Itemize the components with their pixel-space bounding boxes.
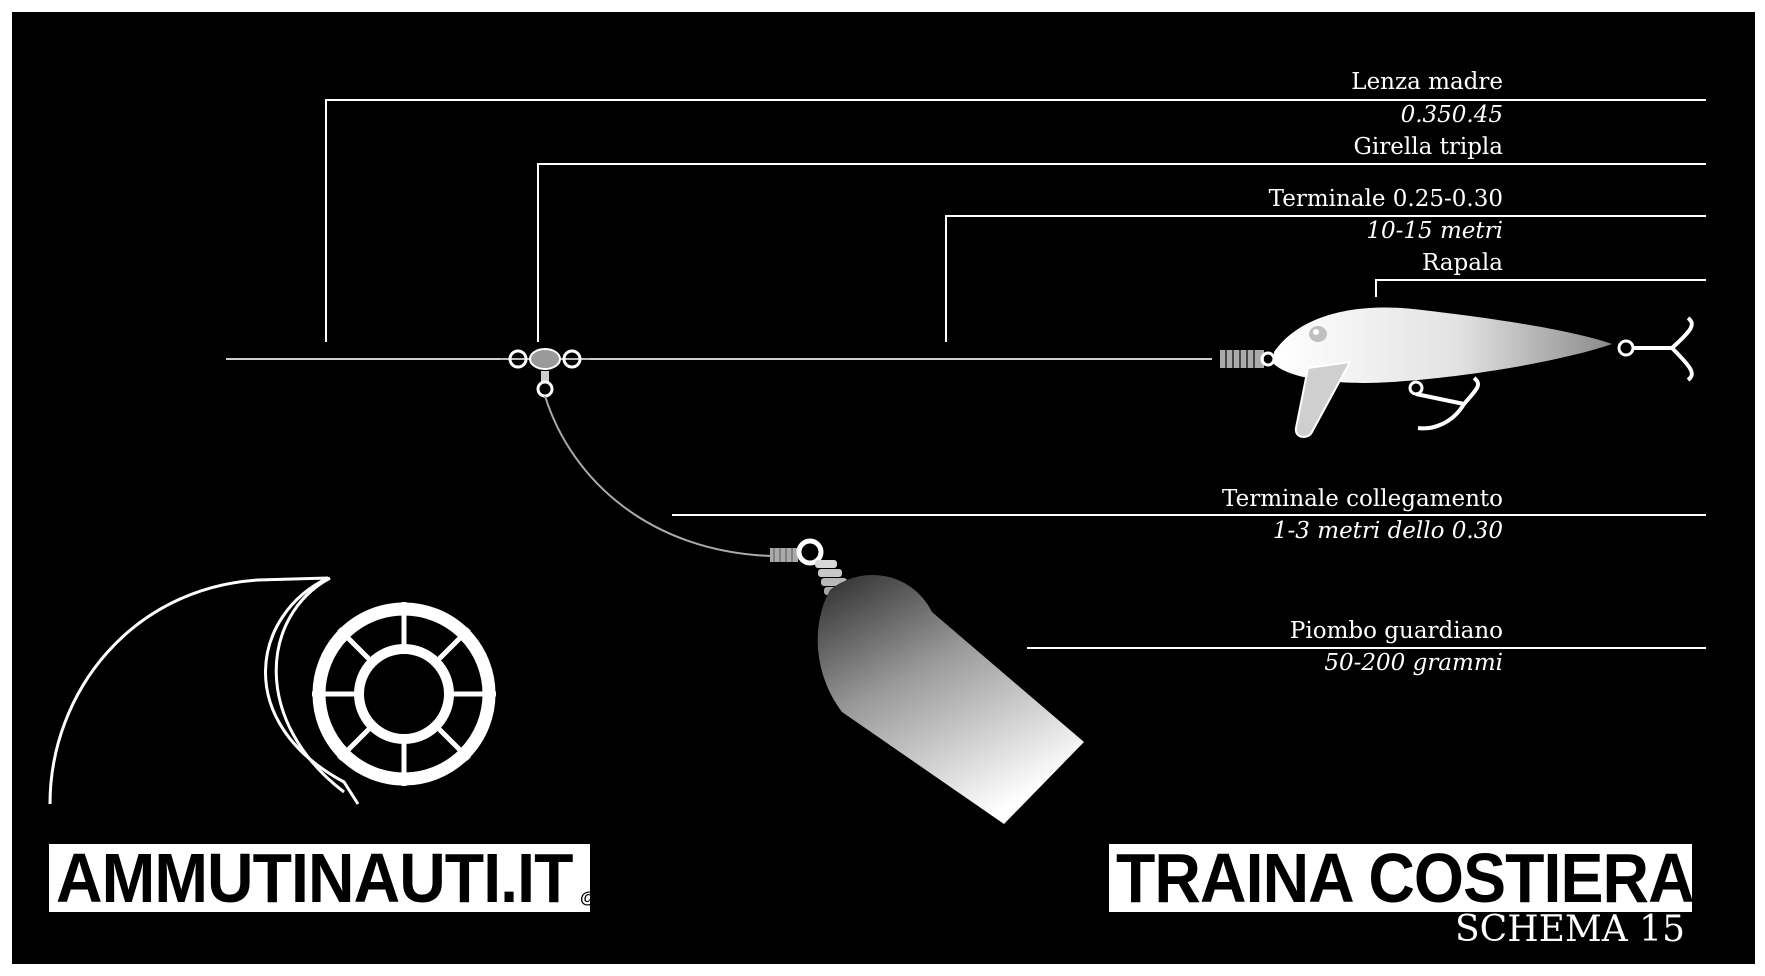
label-piombo-spec: 50-200 grammi bbox=[1324, 650, 1503, 676]
label-terminale-collegamento: Terminale collegamento bbox=[1222, 486, 1503, 512]
label-piombo-guardiano: Piombo guardiano bbox=[1289, 618, 1503, 644]
brand-band bbox=[49, 844, 590, 912]
connection-line bbox=[544, 395, 773, 557]
leader-girella bbox=[537, 163, 1706, 342]
brand-name: AMMUTINAUTI.IT bbox=[56, 839, 573, 917]
label-collegamento-spec: 1-3 metri dello 0.30 bbox=[1272, 518, 1503, 544]
leader-lines bbox=[325, 99, 1706, 649]
rig-diagram bbox=[48, 99, 1706, 824]
label-lenza-madre-spec: 0.350.45 bbox=[1400, 102, 1503, 128]
lead-sinker-icon bbox=[770, 538, 1084, 824]
diagram-subtitle: SCHEMA 15 bbox=[1455, 909, 1685, 950]
ship-wheel-wave-logo bbox=[48, 576, 496, 805]
leader-lenza-madre bbox=[325, 99, 1706, 342]
diagram-title: TRAINA COSTIERA bbox=[1116, 839, 1695, 917]
copyright-note: @ riproduzione vietata bbox=[580, 888, 763, 907]
label-lenza-madre: Lenza madre bbox=[1351, 69, 1503, 95]
leader-terminale bbox=[945, 215, 1706, 342]
triple-swivel-icon bbox=[500, 348, 590, 398]
title-band bbox=[1109, 844, 1692, 912]
rapala-lure-icon bbox=[1220, 307, 1694, 438]
label-terminale: Terminale 0.25-0.30 bbox=[1268, 186, 1503, 212]
label-rapala: Rapala bbox=[1421, 250, 1503, 276]
diagram-panel: Lenza madre 0.350.45 Girella tripla Term… bbox=[12, 12, 1755, 964]
label-terminale-spec: 10-15 metri bbox=[1366, 218, 1503, 244]
leader-rapala bbox=[1375, 279, 1706, 297]
label-girella-tripla: Girella tripla bbox=[1353, 134, 1503, 160]
